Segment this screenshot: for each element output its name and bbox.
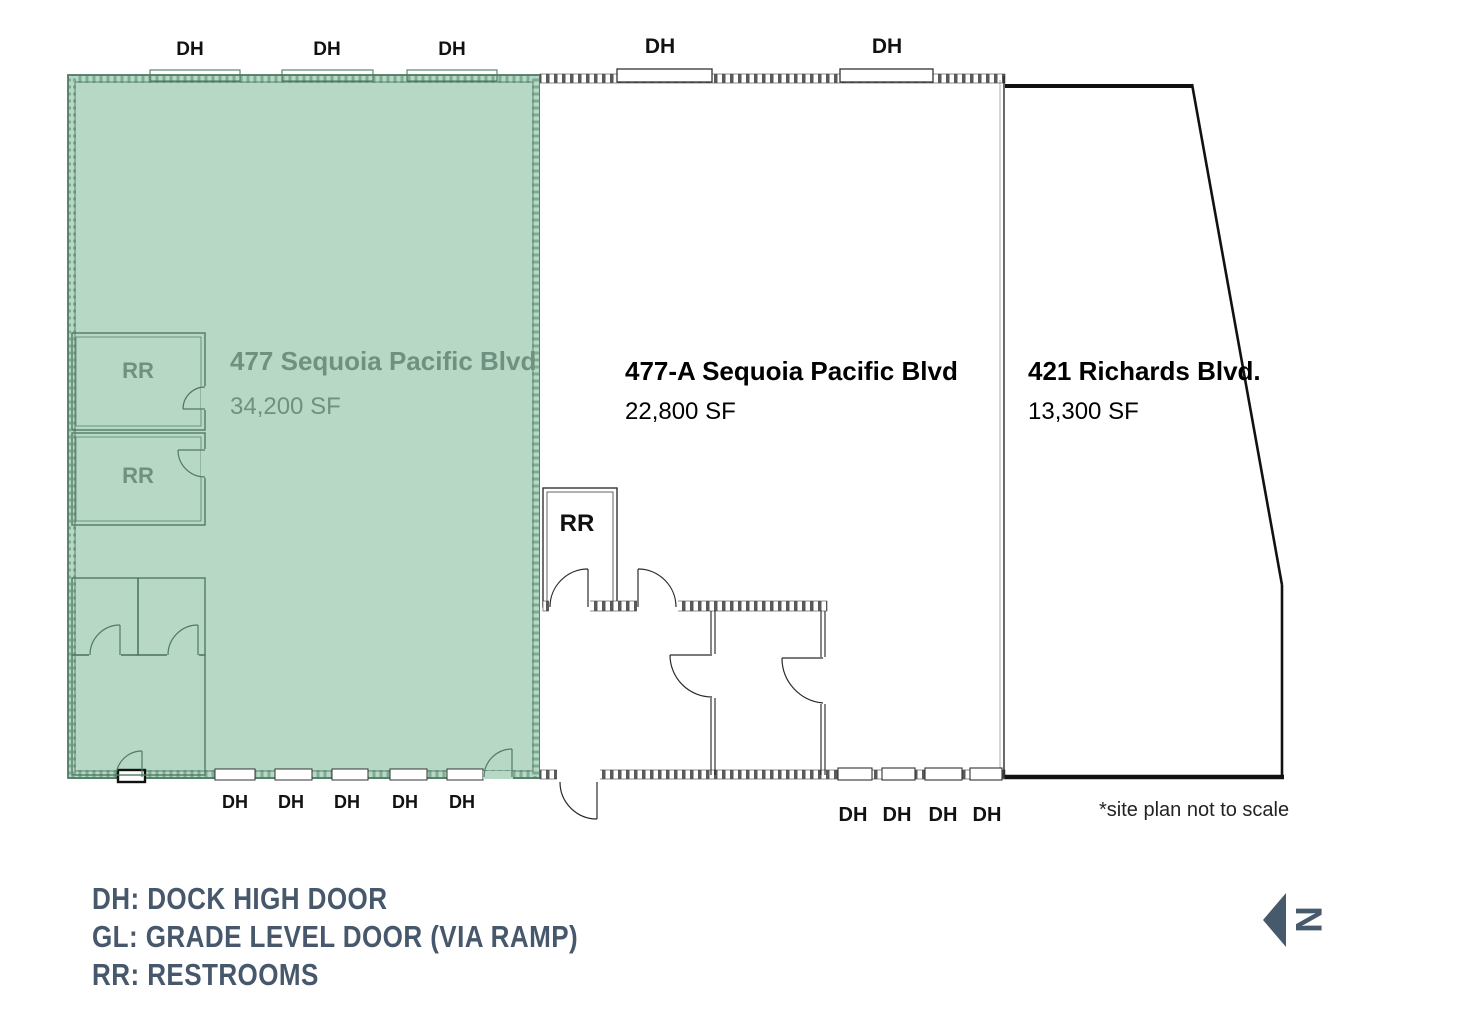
green-door-gaps bbox=[89, 386, 513, 779]
grade-level-door bbox=[116, 768, 147, 784]
building-477a-size: 22,800 SF bbox=[625, 398, 736, 425]
dh-label-top-2: DH bbox=[313, 39, 341, 60]
legend-gl: GL: GRADE LEVEL DOOR (VIA RAMP) bbox=[92, 919, 579, 954]
dh-label-bottom-2: DH bbox=[278, 792, 304, 812]
dh-label-top-3: DH bbox=[438, 39, 466, 60]
legend-rr: RR: RESTROOMS bbox=[92, 957, 319, 992]
dh-label-bottom-5: DH bbox=[449, 792, 475, 812]
rr-label-center: RR bbox=[559, 510, 595, 537]
dh-label-top-5: DH bbox=[871, 35, 903, 58]
building-477a-sequoia bbox=[539, 68, 1006, 820]
dh-label-bottom-6: DH bbox=[838, 804, 868, 826]
legend-dh: DH: DOCK HIGH DOOR bbox=[92, 881, 388, 916]
building-477-sequoia bbox=[67, 69, 541, 784]
dh-label-bottom-8: DH bbox=[928, 804, 958, 826]
building-421-name: 421 Richards Blvd. bbox=[1028, 356, 1261, 386]
dh-label-bottom-7: DH bbox=[882, 804, 912, 826]
dh-label-bottom-4: DH bbox=[392, 792, 418, 812]
dh-label-bottom-9: DH bbox=[972, 804, 1002, 826]
dock-doors-477a-bottom bbox=[837, 767, 1003, 781]
dh-label-top-1: DH bbox=[176, 39, 204, 60]
building-421-richards bbox=[1005, 83, 1284, 780]
rr-label-west-1: RR bbox=[122, 358, 154, 383]
green-door-swings bbox=[89, 386, 513, 778]
north-arrow-icon bbox=[1263, 893, 1286, 947]
dh-label-top-4: DH bbox=[644, 35, 676, 58]
dh-label-bottom-1: DH bbox=[222, 792, 248, 812]
building-477a-name: 477-A Sequoia Pacific Blvd bbox=[625, 356, 958, 386]
dh-label-bottom-3: DH bbox=[334, 792, 360, 812]
building-421-size: 13,300 SF bbox=[1028, 398, 1139, 425]
477a-interior-wall bbox=[542, 600, 828, 612]
dock-doors-477a-top bbox=[616, 68, 934, 83]
477a-door-gaps bbox=[549, 600, 828, 780]
building-477-name: 477 Sequoia Pacific Blvd bbox=[230, 346, 537, 376]
scale-note: *site plan not to scale bbox=[1099, 799, 1290, 821]
building-477-size: 34,200 SF bbox=[230, 393, 341, 420]
477a-door-swings bbox=[549, 568, 824, 820]
north-letter: N bbox=[1287, 906, 1329, 933]
dock-doors-green-top bbox=[149, 69, 498, 82]
rr-label-west-2: RR bbox=[122, 463, 154, 488]
dock-doors-green-bottom bbox=[214, 768, 484, 781]
